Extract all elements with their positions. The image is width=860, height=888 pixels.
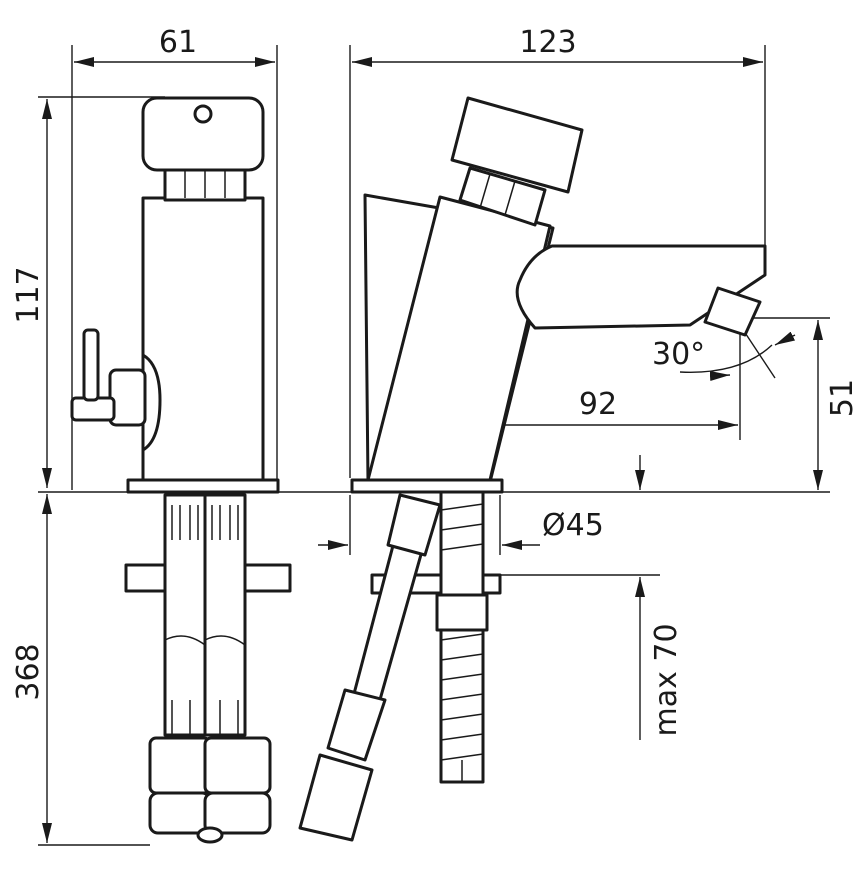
faucet-side-view [70, 96, 292, 844]
dim-51-label: 51 [825, 379, 860, 417]
faucet-front-view [298, 96, 767, 842]
dim-max-70-label: max 70 [649, 623, 684, 736]
dim-123-label: 123 [519, 25, 576, 60]
dim-368-label: 368 [11, 643, 46, 700]
dim-30deg-label: 30° [652, 337, 705, 372]
dim-diameter-45-label: Ø45 [542, 508, 604, 543]
dim-92-label: 92 [579, 387, 617, 422]
dim-117-label: 117 [11, 266, 46, 323]
dim-61-label: 61 [159, 25, 197, 60]
